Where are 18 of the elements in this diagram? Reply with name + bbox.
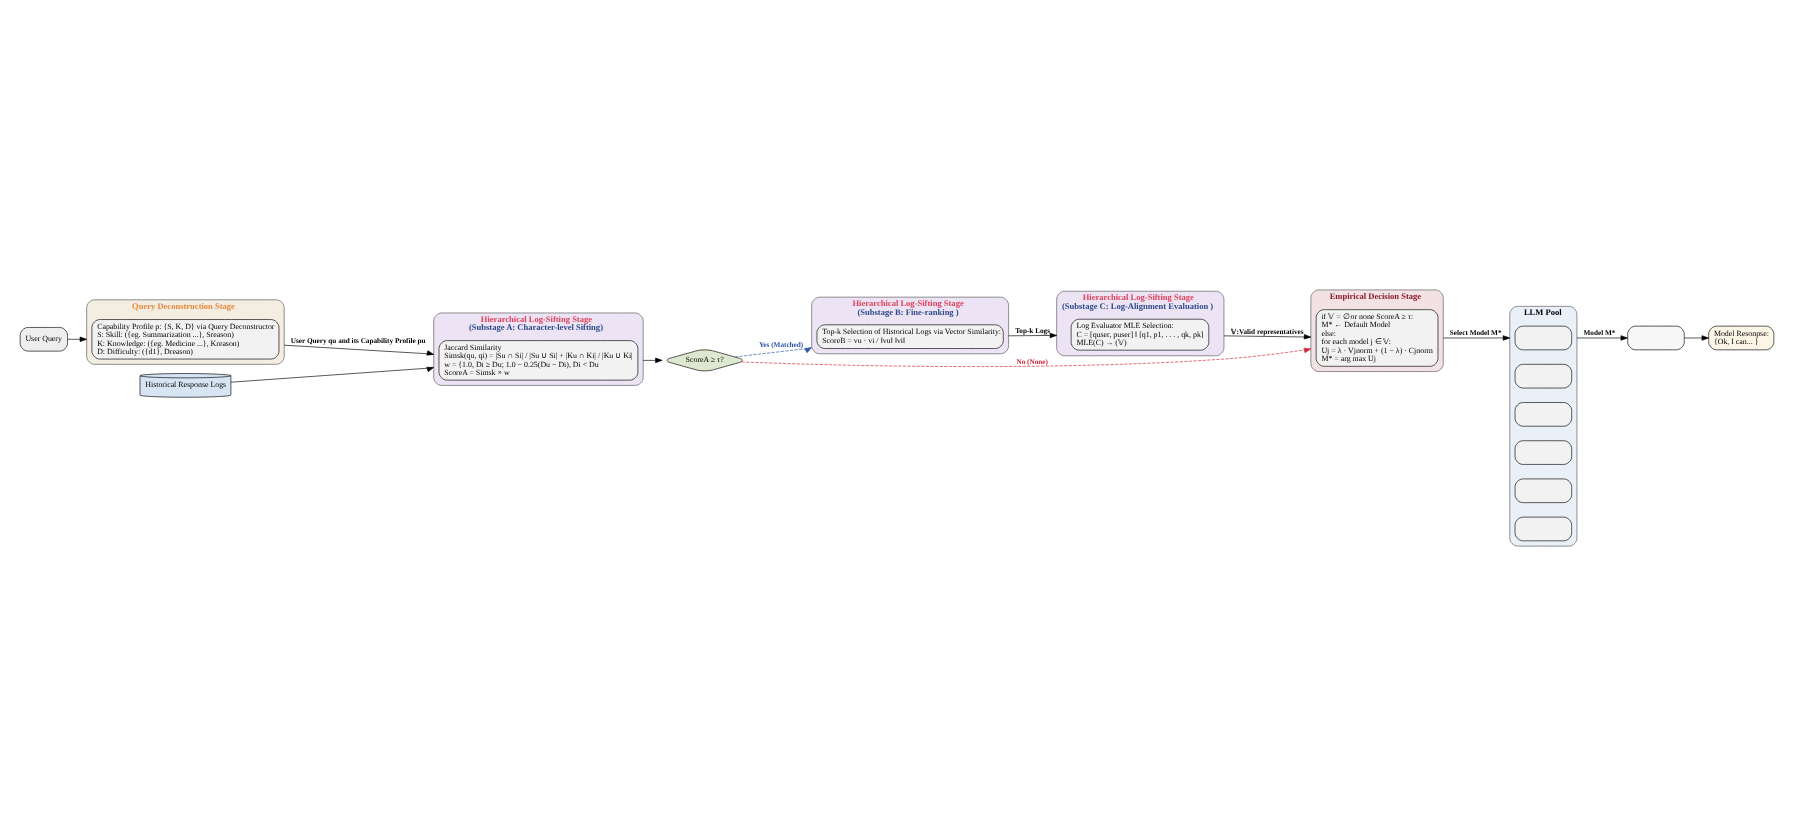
node-box [1514,440,1572,465]
arrow [1223,334,1312,340]
node-box [1514,364,1572,389]
node-box [1514,516,1572,542]
arrow [1684,335,1709,341]
arrow [734,347,812,358]
arrow [741,347,1312,367]
arrow [230,366,435,383]
arrow [1442,335,1511,341]
node-box [1627,325,1685,351]
node-box [1514,325,1572,351]
arrow [1576,335,1628,341]
arrow [67,336,87,342]
node-box [1514,402,1572,427]
node-box [1514,478,1572,503]
arrow [1008,332,1057,339]
arrow [283,344,435,356]
arrow [642,357,663,363]
